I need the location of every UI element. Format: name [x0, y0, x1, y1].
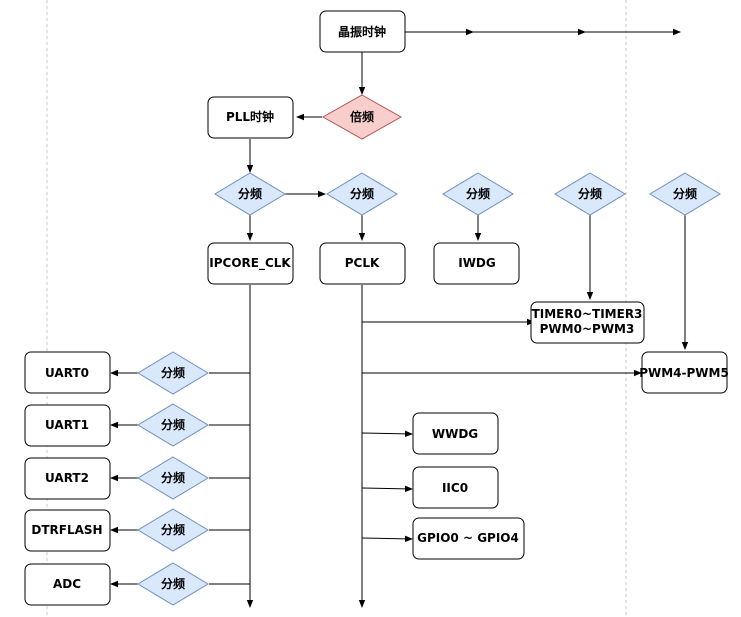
node-uart0: UART0 — [24, 351, 111, 394]
node-pll-label: PLL时钟 — [226, 109, 274, 124]
node-div-timer-label: 分频 — [578, 186, 602, 201]
node-adc: ADC — [24, 563, 111, 606]
node-div-uart1: 分频 — [137, 403, 209, 447]
node-div-uart2: 分频 — [137, 456, 209, 500]
node-div-uart1-label: 分频 — [161, 417, 185, 432]
node-iic0: IIC0 — [412, 466, 499, 509]
node-pwm45: PWM4-PWM5 — [639, 351, 729, 394]
node-crystal: 晶振时钟 — [319, 10, 406, 53]
node-uart1-label: UART1 — [45, 418, 89, 432]
node-div-adc-label: 分频 — [161, 576, 185, 591]
node-div-iwdg-label: 分频 — [466, 186, 490, 201]
node-gpio-label: GPIO0 ~ GPIO4 — [417, 531, 519, 545]
node-div-pwm45: 分频 — [649, 172, 721, 216]
node-div-pll-b: 分频 — [326, 172, 398, 216]
node-div-iwdg: 分频 — [442, 172, 514, 216]
node-wwdg: WWDG — [412, 412, 499, 455]
node-div-uart2-label: 分频 — [161, 470, 185, 485]
node-div-pll-b-label: 分频 — [350, 186, 374, 201]
node-dtrflash-label: DTRFLASH — [31, 523, 102, 537]
node-uart2: UART2 — [24, 457, 111, 500]
node-pwm45-label: PWM4-PWM5 — [639, 366, 729, 380]
node-div-pwm45-label: 分频 — [673, 186, 697, 201]
node-uart1: UART1 — [24, 404, 111, 447]
node-pclk-label: PCLK — [345, 256, 380, 270]
node-div-adc: 分频 — [137, 562, 209, 606]
node-dtrflash: DTRFLASH — [24, 509, 111, 552]
node-ipcore-clk-label: IPCORE_CLK — [209, 256, 291, 271]
node-pll: PLL时钟 — [207, 96, 294, 139]
node-ipcore-clk: IPCORE_CLK — [207, 242, 294, 285]
node-timer-label: TIMER0~TIMER3 — [532, 307, 643, 321]
edge-pclk-gpio — [361, 535, 413, 543]
node-div-pll-a: 分频 — [214, 172, 286, 216]
node-div-timer: 分频 — [554, 172, 626, 216]
edges — [110, 28, 689, 608]
node-adc-label: ADC — [53, 577, 81, 591]
node-uart2-label: UART2 — [45, 471, 89, 485]
node-multiplier: 倍频 — [321, 94, 403, 140]
node-timer-pwm: TIMER0~TIMER3 PWM0~PWM3 — [530, 301, 645, 344]
node-multiplier-label: 倍频 — [350, 109, 374, 124]
node-iwdg-label: IWDG — [458, 256, 496, 270]
edge-pclk-iic0 — [361, 485, 413, 493]
node-div-pll-a-label: 分频 — [238, 186, 262, 201]
node-gpio: GPIO0 ~ GPIO4 — [412, 517, 525, 560]
node-pwm03-label: PWM0~PWM3 — [540, 322, 635, 336]
node-iwdg: IWDG — [433, 242, 520, 285]
node-div-uart0: 分频 — [137, 351, 209, 395]
node-wwdg-label: WWDG — [432, 427, 478, 441]
node-div-dtrflash: 分频 — [137, 508, 209, 552]
node-crystal-label: 晶振时钟 — [338, 24, 386, 39]
node-div-dtrflash-label: 分频 — [161, 522, 185, 537]
node-uart0-label: UART0 — [45, 366, 89, 380]
node-pclk: PCLK — [319, 242, 406, 285]
edge-pclk-wwdg — [361, 430, 413, 438]
node-div-uart0-label: 分频 — [161, 365, 185, 380]
node-iic0-label: IIC0 — [442, 481, 468, 495]
